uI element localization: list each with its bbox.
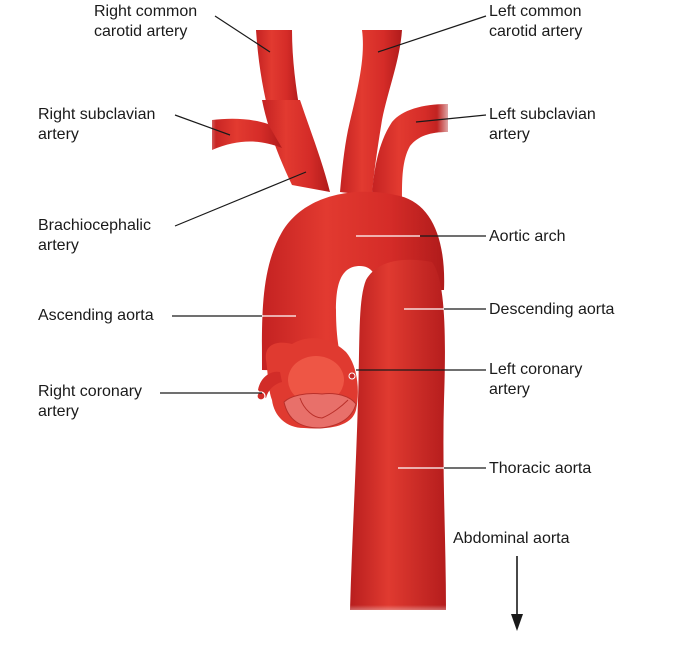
label-descending-aorta: Descending aorta	[489, 300, 614, 320]
label-right-common-carotid: Right common carotid artery	[94, 2, 197, 42]
left-common-carotid-vessel	[340, 30, 402, 196]
label-right-subclavian-line1: Right subclavian	[38, 106, 156, 123]
label-left-coronary: Left coronary artery	[489, 360, 582, 400]
label-right-coronary-line1: Right coronary	[38, 383, 143, 400]
leader-brachiocephalic	[174, 171, 307, 227]
leader-left-common-carotid	[377, 15, 487, 53]
aortic-root-highlight	[288, 356, 344, 404]
label-left-coronary-line2: artery	[489, 381, 530, 398]
label-right-coronary-line2: artery	[38, 403, 79, 420]
label-left-common-carotid: Left common carotid artery	[489, 2, 582, 42]
label-aortic-arch: Aortic arch	[489, 227, 565, 247]
label-left-subclavian: Left subclavian artery	[489, 105, 596, 145]
label-aortic-arch-line1: Aortic arch	[489, 228, 566, 245]
label-right-subclavian-line2: artery	[38, 126, 79, 143]
label-descending-aorta-line1: Descending aorta	[489, 301, 615, 318]
label-left-common-carotid-line2: carotid artery	[489, 23, 583, 40]
label-abdominal-aorta-line1: Abdominal aorta	[453, 530, 570, 547]
label-abdominal-aorta: Abdominal aorta	[453, 529, 570, 549]
leader-right-subclavian	[174, 114, 231, 136]
brachiocephalic-vessel	[262, 100, 330, 192]
label-brachiocephalic-line1: Brachiocephalic	[38, 217, 151, 234]
label-thoracic-aorta-line1: Thoracic aorta	[489, 460, 592, 477]
label-left-common-carotid-line1: Left common	[489, 3, 582, 20]
label-right-subclavian: Right subclavian artery	[38, 105, 155, 145]
label-thoracic-aorta: Thoracic aorta	[489, 459, 591, 479]
aortic-valve-seam	[299, 397, 349, 419]
label-ascending-aorta: Ascending aorta	[38, 306, 154, 326]
label-right-common-carotid-line1: Right common	[94, 3, 198, 20]
label-left-subclavian-line1: Left subclavian	[489, 106, 596, 123]
label-right-common-carotid-line2: carotid artery	[94, 23, 188, 40]
abdominal-arrow-head	[511, 614, 523, 631]
label-left-coronary-line1: Left coronary	[489, 361, 583, 378]
label-ascending-aorta-line1: Ascending aorta	[38, 307, 154, 324]
label-right-coronary: Right coronary artery	[38, 382, 142, 422]
label-brachiocephalic: Brachiocephalic artery	[38, 216, 151, 256]
label-left-subclavian-line2: artery	[489, 126, 530, 143]
leader-left-subclavian	[415, 114, 487, 123]
left-coronary-ostium	[348, 372, 356, 380]
right-coronary-ostium	[256, 391, 266, 401]
right-coronary-vessel	[258, 371, 282, 398]
aortic-arch-vessel	[261, 191, 445, 372]
label-brachiocephalic-line2: artery	[38, 237, 79, 254]
leader-right-common-carotid	[214, 15, 271, 53]
